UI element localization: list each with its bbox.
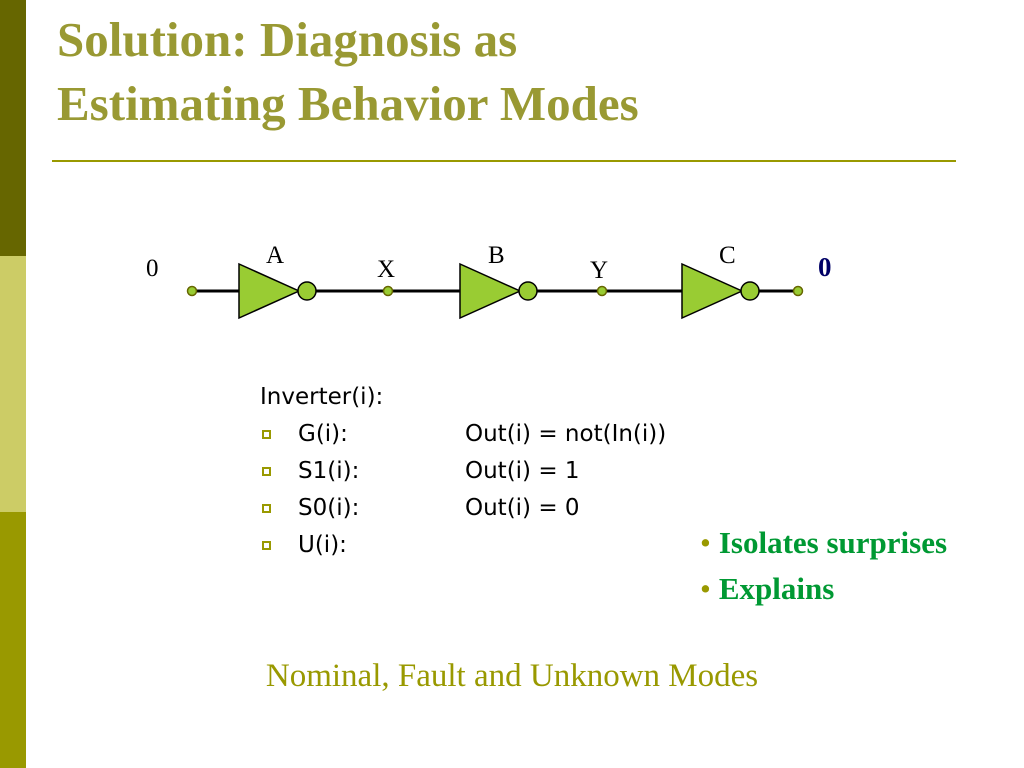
behavior-modes-list: Inverter(i): G(i): Out(i) = not(In(i)) S… (260, 379, 666, 564)
sidebar-band-medium (0, 512, 26, 768)
gate-b-label: B (488, 242, 505, 269)
mode-definition: Out(i) = not(In(i)) (465, 421, 667, 447)
output-value-label: 0 (818, 252, 832, 282)
mode-definition: Out(i) = 1 (465, 458, 580, 484)
inverter-gate-c (681, 262, 744, 320)
slide-title: Solution: Diagnosis as Estimating Behavi… (57, 8, 977, 136)
gate-a-label: A (266, 242, 284, 269)
inverter-gate-b (459, 262, 522, 320)
mode-item-unknown: U(i): (260, 527, 383, 564)
title-divider (52, 160, 956, 162)
node-x-terminal (382, 285, 394, 297)
wire-x-label: X (377, 256, 395, 283)
output-terminal (792, 285, 804, 297)
mode-name: U(i): (298, 532, 347, 558)
square-bullet-icon (262, 430, 271, 439)
mode-name: S1(i): (298, 458, 360, 484)
slide-title-line-2: Estimating Behavior Modes (57, 76, 639, 131)
sidebar-decoration (0, 0, 26, 768)
input-value-label: 0 (146, 255, 159, 282)
bullet-dot-icon: • (700, 571, 711, 606)
mode-item-good: G(i): Out(i) = not(In(i)) (260, 416, 666, 453)
key-point-explains: •Explains (700, 566, 947, 612)
square-bullet-icon (262, 467, 271, 476)
bullet-dot-icon: • (700, 525, 711, 560)
input-terminal (186, 285, 198, 297)
sidebar-band-dark (0, 0, 26, 256)
slide-title-line-1: Solution: Diagnosis as (57, 12, 518, 67)
key-point-text: Isolates surprises (718, 525, 948, 560)
inverter-bubble-a (297, 281, 317, 301)
inverter-bubble-b (518, 281, 538, 301)
inverter-gate-a (238, 262, 301, 320)
gate-c-label: C (719, 242, 736, 269)
modes-heading: Inverter(i): (260, 384, 384, 410)
key-points-list: •Isolates surprises •Explains (700, 520, 947, 612)
inverter-bubble-c (740, 281, 760, 301)
square-bullet-icon (262, 541, 271, 550)
node-y-terminal (596, 285, 608, 297)
mode-name: S0(i): (298, 495, 360, 521)
wire-y-label: Y (590, 257, 608, 284)
mode-item-stuck-1: S1(i): Out(i) = 1 (260, 453, 580, 490)
key-point-isolates: •Isolates surprises (700, 520, 947, 566)
square-bullet-icon (262, 504, 271, 513)
mode-name: G(i): (298, 421, 348, 447)
sidebar-band-light (0, 256, 26, 512)
slide-caption: Nominal, Fault and Unknown Modes (265, 658, 759, 694)
key-point-text: Explains (718, 571, 835, 606)
mode-definition: Out(i) = 0 (465, 495, 580, 521)
mode-item-stuck-0: S0(i): Out(i) = 0 (260, 490, 580, 527)
